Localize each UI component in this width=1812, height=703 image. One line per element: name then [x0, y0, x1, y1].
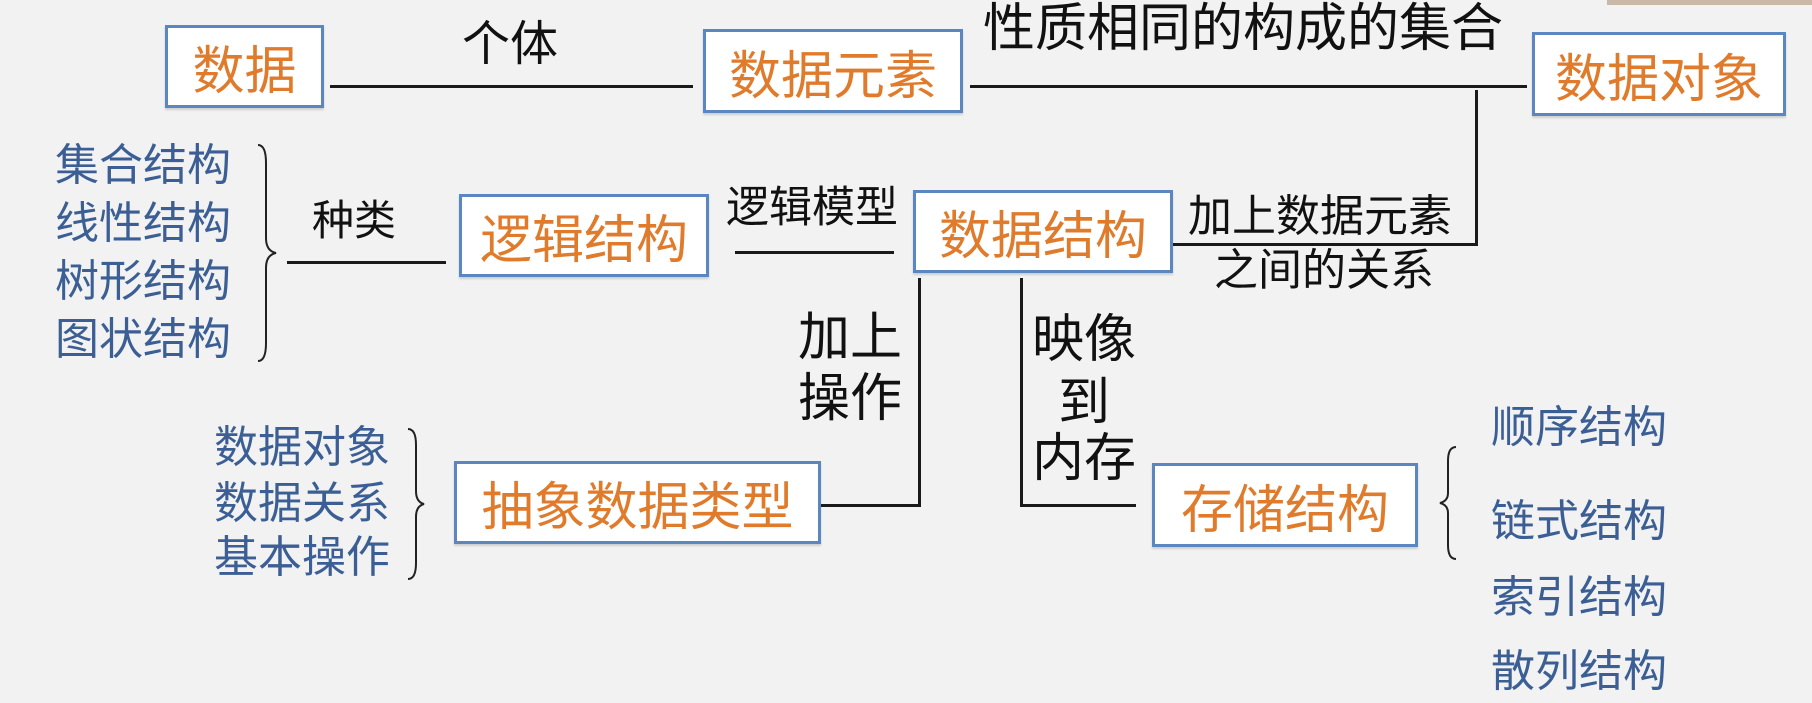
edge-structure-to-object [1173, 243, 1478, 246]
node-data-element: 数据元素 [703, 29, 963, 113]
node-abstract-data-type: 抽象数据类型 [454, 461, 821, 544]
label-map-line3: 内存 [1032, 429, 1137, 489]
edge-mapping-horizontal [1020, 504, 1136, 507]
storage-kind-item: 索引结构 [1491, 572, 1667, 623]
node-storage-structure: 存储结构 [1152, 463, 1418, 547]
label-kind: 种类 [312, 196, 397, 245]
edge-kind [287, 261, 446, 264]
edge-mapping-vertical [1020, 278, 1023, 507]
label-logical-model: 逻辑模型 [726, 183, 898, 233]
node-data-object: 数据对象 [1532, 32, 1786, 116]
edge-add-ops-vertical [918, 278, 921, 507]
logical-kind-item: 线性结构 [55, 198, 231, 249]
edge-logical-model [735, 251, 894, 254]
node-data-structure: 数据结构 [913, 190, 1173, 273]
logical-kind-item: 图状结构 [55, 314, 231, 365]
node-data: 数据 [165, 25, 324, 108]
logical-kind-item: 树形结构 [55, 256, 231, 307]
label-map-line2: 到 [1058, 373, 1111, 433]
edge-object-down [1475, 90, 1478, 246]
storage-kind-item: 顺序结构 [1491, 402, 1667, 453]
label-map-line1: 映像 [1032, 310, 1137, 370]
adt-part-item: 数据关系 [214, 478, 390, 529]
label-individual: 个体 [462, 16, 559, 72]
label-add-ops-line1: 加上 [798, 308, 903, 368]
label-add-relation-line2: 之间的关系 [1214, 245, 1434, 296]
left-brace-storage-kinds [1439, 446, 1457, 560]
label-add-relation-line1: 加上数据元素 [1188, 191, 1452, 242]
node-logical-structure: 逻辑结构 [459, 194, 709, 277]
edge-data-to-element [330, 85, 693, 88]
label-same-nature-set: 性质相同的构成的集合 [983, 0, 1504, 59]
right-brace-logical-kinds [257, 144, 277, 362]
adt-part-item: 基本操作 [214, 532, 390, 583]
edge-element-to-object [970, 85, 1527, 88]
right-brace-adt-parts [407, 428, 425, 580]
logical-kind-item: 集合结构 [55, 140, 231, 191]
label-add-ops-line2: 操作 [798, 369, 903, 429]
edge-add-ops-horizontal [821, 504, 921, 507]
adt-part-item: 数据对象 [214, 422, 390, 473]
storage-kind-item: 散列结构 [1491, 646, 1667, 697]
storage-kind-item: 链式结构 [1491, 496, 1667, 547]
video-thumbnail-fragment [1607, 0, 1812, 5]
